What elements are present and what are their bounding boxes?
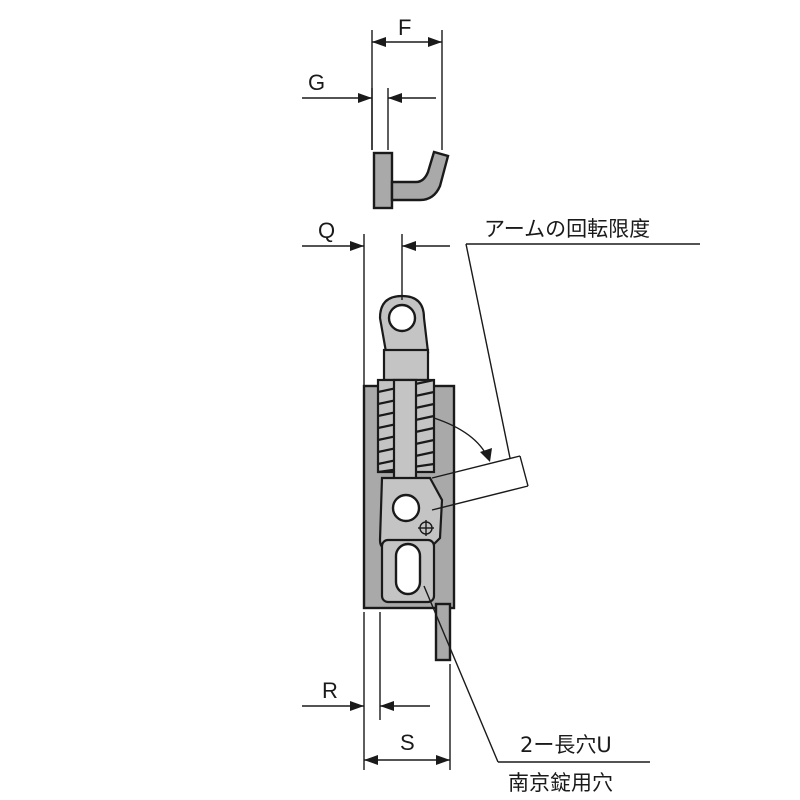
- hook-base-plate: [372, 151, 394, 210]
- slot-hole: [394, 542, 422, 596]
- arm-shaft: [382, 348, 430, 382]
- spring: [376, 378, 436, 482]
- dimension-F: F: [371, 15, 443, 150]
- hook-arm: [390, 150, 450, 202]
- dimension-G: G: [302, 70, 436, 150]
- rotation-limit-indicator: アームの回転限度: [431, 217, 700, 511]
- slot-callout: 2ー長穴U 南京錠用穴: [423, 585, 650, 795]
- pivot-hole-top: [387, 303, 417, 333]
- dimension-Q-label: Q: [318, 218, 335, 243]
- callout-arm-rotation-limit: アームの回転限度: [484, 217, 650, 241]
- dimension-Q: Q: [302, 218, 450, 386]
- pivot-hole-bottom: [391, 493, 421, 523]
- screw-mark-icon: [418, 520, 434, 536]
- dimension-R-label: R: [322, 678, 338, 703]
- latch-front-view: [362, 294, 456, 662]
- callout-padlock-hole: 南京錠用穴: [508, 771, 613, 795]
- hook-top-view: [372, 150, 450, 210]
- dimension-F-label: F: [398, 15, 411, 40]
- callout-slot-u: 2ー長穴U: [520, 733, 612, 757]
- dimension-G-label: G: [308, 70, 325, 95]
- dimension-S-label: S: [400, 730, 415, 755]
- dimension-R: R: [302, 612, 430, 770]
- dimension-S: S: [364, 664, 451, 770]
